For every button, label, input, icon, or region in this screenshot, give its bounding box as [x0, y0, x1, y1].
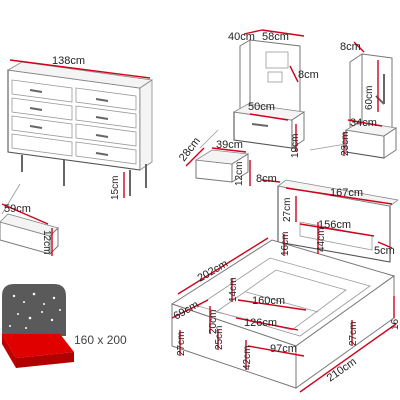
nightstand-right: 8cm 60cm 34cm 23cm — [309, 41, 398, 159]
bed-storage-c: 97cm — [270, 343, 297, 355]
nightstand-right-panel-height: 60cm — [364, 86, 375, 110]
drawer-depth-label: 59cm — [4, 203, 31, 215]
bed-frame-depth: 16cm — [280, 232, 291, 256]
nightstand-left-panel-depth: 8cm — [298, 69, 319, 81]
bed-headboard-height: 27cm — [282, 198, 293, 222]
dresser-width-label: 138cm — [52, 55, 85, 67]
nightstand-left-drawer-detail: 28cm 39cm 12cm — [177, 129, 251, 186]
bed-storage-width: 126cm — [244, 317, 277, 329]
bed-frame-gap: 14cm — [228, 278, 239, 302]
mattress-size-label: 160 x 200 — [74, 333, 127, 347]
nightstand-drawer-height: 12cm — [234, 162, 245, 186]
bed-headboard-width: 167cm — [330, 187, 363, 199]
bed-inner-width: 160cm — [252, 295, 285, 307]
bed-storage-a: 20cm — [208, 310, 219, 334]
dresser-leg-height-label: 15cm — [110, 176, 121, 200]
bed-shelf-height: 44cm — [316, 228, 327, 252]
bed-base-height-mid: 42cm — [242, 346, 253, 370]
dresser-drawer-detail: 59cm 12cm — [0, 183, 59, 256]
drawer-depth-line — [1, 203, 49, 225]
dresser: 138cm 15cm — [6, 55, 154, 200]
bed-shelf-width: 156cm — [318, 219, 351, 231]
mattress-led-illustration: 160 x 200 — [2, 284, 127, 368]
nightstand-right-panel-depth: 8cm — [340, 41, 361, 53]
starry-light-icon — [9, 292, 61, 329]
nightstand-left: 40cm 58cm 8cm 50cm 19cm — [228, 29, 319, 158]
starry-headboard — [2, 284, 66, 336]
mattress — [2, 334, 74, 358]
bed-base-height-left: 27cm — [176, 332, 187, 356]
dresser-width-line — [9, 59, 151, 79]
bed-shelf-depth: 5cm — [374, 245, 395, 257]
dresser-side — [139, 79, 153, 171]
nightstand-left-shelf-width: 58cm — [262, 31, 289, 43]
nightstand-left-panel-width: 40cm — [228, 31, 255, 43]
bed-base-height-right: 27cm — [348, 322, 359, 346]
nightstand-right-top-depth: 34cm — [350, 117, 377, 129]
dresser-drawers — [11, 79, 137, 165]
bed-side-depth: 16 — [390, 318, 400, 330]
bed-storage-b: 25cm — [214, 326, 225, 350]
nightstand-left-box-height: 19cm — [290, 134, 301, 158]
bed-headboard-depth: 8cm — [256, 173, 277, 185]
drawer-height-label: 12cm — [41, 230, 52, 254]
bed: 8cm 167cm 27cm 156cm 44cm 5cm 16cm 202cm… — [170, 173, 400, 393]
nightstand-left-top-width: 50cm — [248, 101, 275, 113]
nightstand-drawer-width: 39cm — [216, 139, 243, 151]
